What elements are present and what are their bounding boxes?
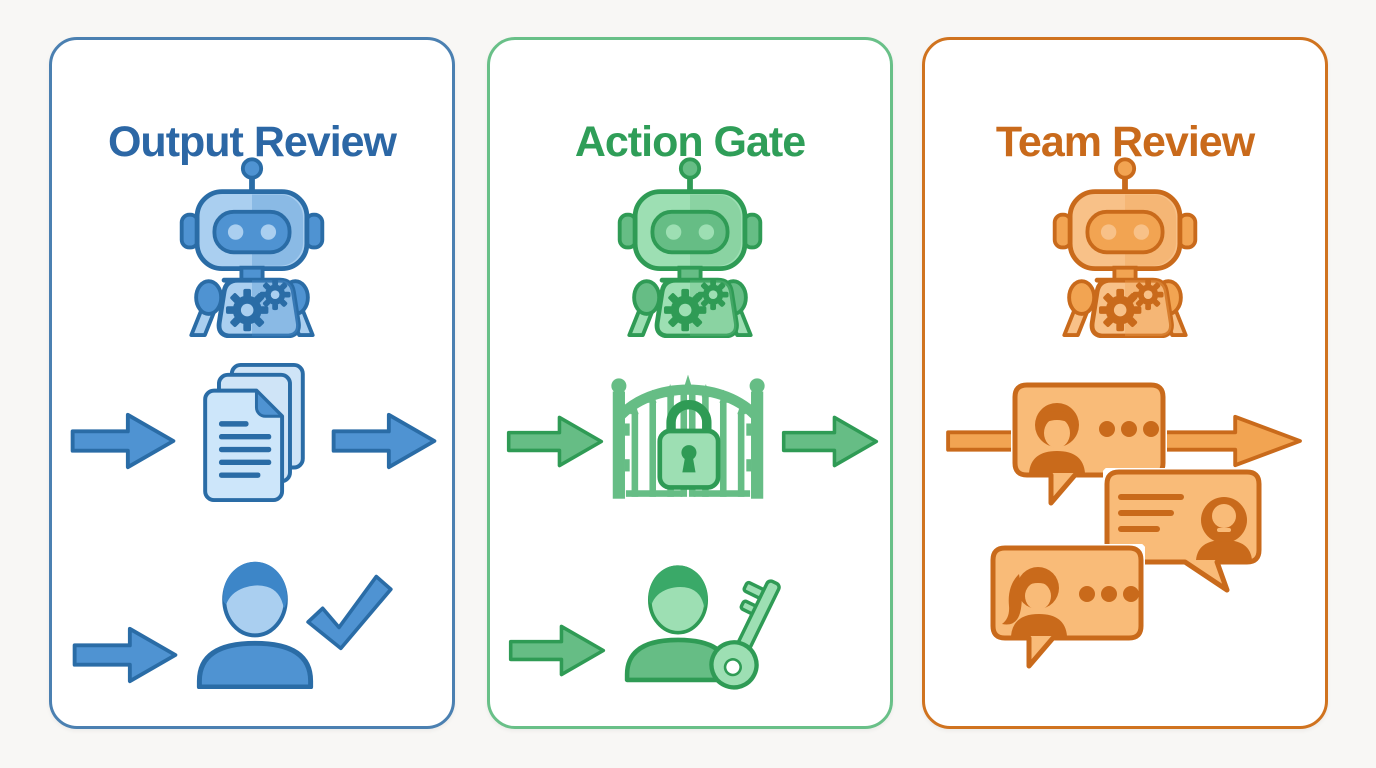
checkmark-icon <box>303 572 395 652</box>
arrow-right-icon <box>780 413 880 470</box>
gate-lock-icon <box>609 355 767 507</box>
arrow-right-icon <box>71 624 179 686</box>
panel-title: Team Review <box>995 118 1255 166</box>
panel-title: Action Gate <box>574 118 806 166</box>
chat-bubble-ponytail-icon <box>989 544 1145 670</box>
arrow-right-icon <box>505 413 605 470</box>
robot-icon <box>170 155 334 338</box>
arrow-right-icon <box>69 410 177 472</box>
documents-icon <box>196 362 310 505</box>
arrow-right-icon <box>507 622 607 679</box>
panel-team-review: Team Review <box>922 37 1328 729</box>
panel-action-gate: Action Gate <box>487 37 893 729</box>
panel-title: Output Review <box>107 118 397 166</box>
robot-icon <box>1043 155 1207 338</box>
robot-icon <box>608 155 772 338</box>
person-icon <box>189 542 321 689</box>
panel-output-review: Output Review <box>49 37 455 729</box>
key-icon <box>709 571 791 701</box>
arrow-right-icon <box>330 410 438 472</box>
